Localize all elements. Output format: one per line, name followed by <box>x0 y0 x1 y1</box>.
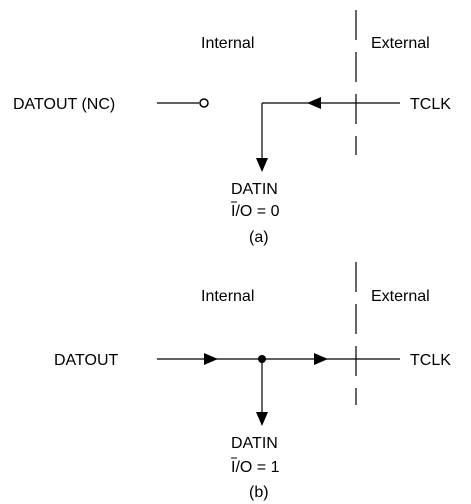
external-label-a: External <box>371 35 430 52</box>
datin-label-b: DATIN <box>231 435 278 452</box>
arrow-right-2-b <box>314 353 328 365</box>
datout-label: DATOUT <box>54 352 119 369</box>
arrow-down-b <box>256 412 268 426</box>
datout-nc-label: DATOUT (NC) <box>13 96 115 113</box>
tclk-label-a: TCLK <box>410 96 451 113</box>
diagram-b: Internal External DATOUT TCLK DATIN I/O … <box>54 262 451 501</box>
tclk-label-b: TCLK <box>410 352 451 369</box>
arrow-right-1-b <box>204 353 218 365</box>
arrow-down-a <box>256 158 268 172</box>
external-label-b: External <box>371 288 430 305</box>
caption-b: (b) <box>249 484 269 501</box>
caption-a: (a) <box>249 229 269 246</box>
datin-label-a: DATIN <box>231 181 278 198</box>
no-connect-circle <box>199 98 209 108</box>
io-label-a: I/O = 0 <box>231 203 280 220</box>
internal-label-a: Internal <box>201 35 254 52</box>
diagram-a: Internal External DATOUT (NC) TCLK DATIN… <box>13 10 451 246</box>
internal-label-b: Internal <box>201 288 254 305</box>
io-label-b: I/O = 1 <box>231 459 280 476</box>
arrow-left-a <box>307 97 321 109</box>
